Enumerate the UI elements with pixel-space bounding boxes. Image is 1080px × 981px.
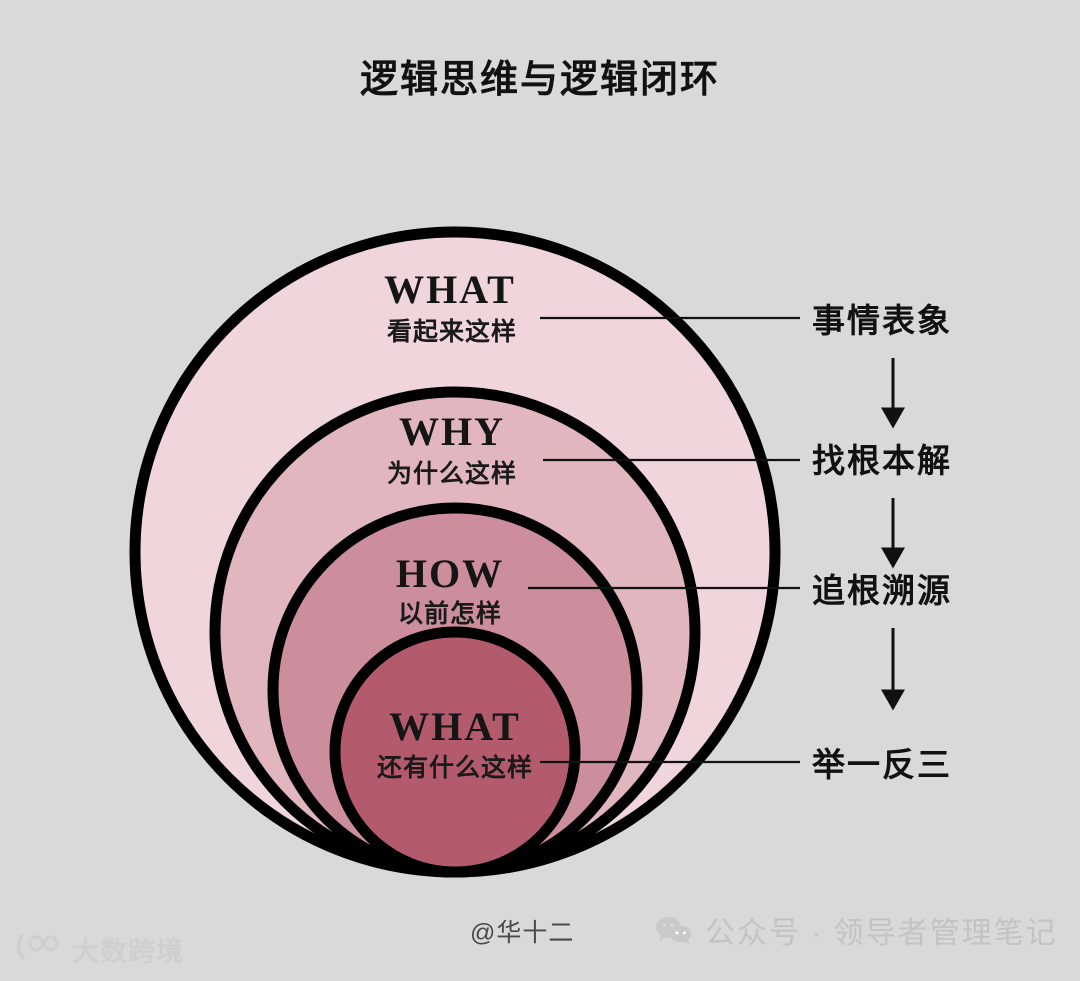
ring-how-chinese: 以前怎样: [398, 599, 502, 628]
right-label-root-cause[interactable]: 找根本解: [812, 443, 952, 480]
ring-what-outer-chinese: 看起来这样: [387, 317, 517, 346]
right-label-appearance[interactable]: 事情表象: [812, 303, 952, 340]
connector-lines: [528, 316, 800, 764]
right-label-trace-origin[interactable]: 追根溯源: [812, 572, 952, 610]
wechat-credit: 公众号 · 领导者管理笔记: [655, 908, 1058, 952]
watermark: 大数跨境: [14, 930, 184, 969]
wechat-icon: [655, 915, 693, 945]
ring-why-chinese: 为什么这样: [387, 459, 517, 488]
right-label-extrapolate[interactable]: 举一反三: [811, 747, 952, 784]
ring-group: [129, 226, 781, 878]
dashuakuajing-logo-icon: [14, 932, 62, 967]
ring-what-outer-english: WHAT: [384, 267, 516, 312]
page-title: 逻辑思维与逻辑闭环: [359, 59, 720, 101]
ring-what-inner-chinese: 还有什么这样: [377, 753, 533, 782]
ring-what-inner-english: WHAT: [389, 704, 521, 749]
watermark-text: 大数跨境: [72, 937, 184, 967]
ring-what-inner-circle[interactable]: [329, 626, 581, 878]
wechat-credit-text: 公众号 · 领导者管理笔记: [705, 917, 1058, 950]
ring-labels: WHAT 看起来这样 WHY 为什么这样 HOW 以前怎样 WHAT 还有什么这…: [377, 267, 533, 782]
ring-why-english: WHY: [399, 409, 505, 454]
ring-how-english: HOW: [396, 551, 504, 596]
right-label-group: 事情表象 找根本解 追根溯源 举一反三: [811, 303, 952, 784]
author-credit: @华十二: [470, 919, 575, 947]
